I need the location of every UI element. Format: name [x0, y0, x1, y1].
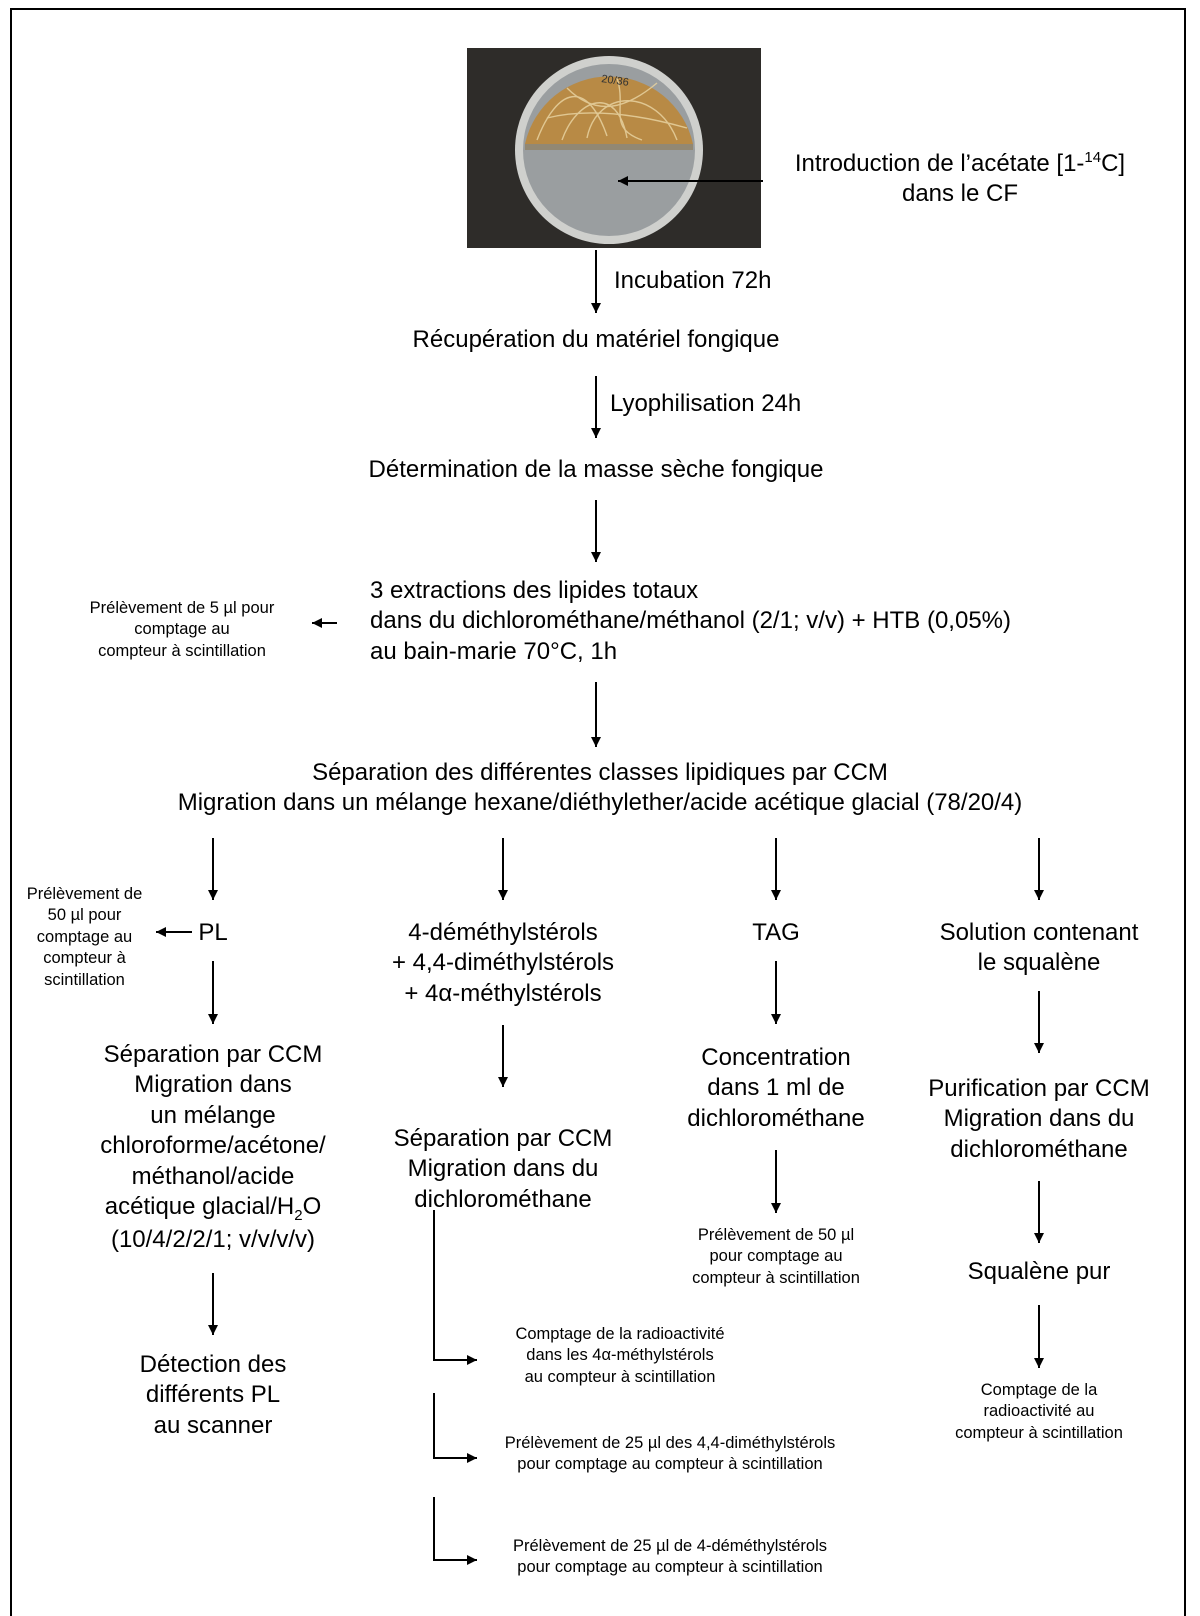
intro-line1: Introduction de l’acétate [1-14C] [794, 149, 1126, 177]
separation-text: Séparation des différentes classes lipid… [100, 758, 1100, 819]
pl-separation-text: Séparation par CCM Migration dans un mél… [73, 1040, 353, 1256]
extraction-text: 3 extractions des lipides totaux dans du… [370, 576, 1011, 667]
arrow-count2 [433, 1393, 477, 1463]
squalene-purification-text: Purification par CCM Migration dans du d… [928, 1075, 1150, 1163]
pl-label: PL [198, 919, 228, 946]
intro-superscript: 14 [1084, 149, 1102, 166]
arrow-count1 [433, 1210, 477, 1365]
extraction-line1: 3 extractions des lipides totaux [370, 577, 699, 604]
petri-dish-photo: 20/36 [467, 48, 761, 248]
separation-line2: Migration dans un mélange hexane/diéthyl… [177, 789, 1023, 817]
tag-concentration-text: Concentration dans 1 ml de dichlorométha… [687, 1044, 865, 1132]
tag-sample-text: Prélèvement de 50 µl pour comptage au co… [692, 1226, 860, 1287]
extraction-line3: au bain-marie 70°C, 1h [370, 637, 618, 665]
step-incubation: Incubation 72h [614, 267, 772, 294]
separation-line1: Séparation des différentes classes lipid… [312, 759, 888, 786]
tag-label: TAG [752, 919, 800, 946]
pl-detection-text: Détection des différents PL au scanner [139, 1351, 287, 1439]
sterols-count2-text: Prélèvement de 25 µl des 4,4-diméthylsté… [504, 1434, 836, 1474]
sterols-count3-text: Prélèvement de 25 µl de 4-déméthylstérol… [513, 1537, 827, 1577]
pl-side-text: Prélèvement de 50 µl pour comptage au co… [26, 885, 143, 989]
step-determination: Détermination de la masse sèche fongique [368, 456, 824, 483]
petri-label: 20/36 [601, 73, 630, 89]
squalene-count-text: Comptage de la radioactivité au compteur… [955, 1381, 1123, 1442]
intro-line2: dans le CF [901, 180, 1019, 208]
intro-text: Introduction de l’acétate [1-14C] dans l… [760, 148, 1160, 210]
sterols-separation-text: Séparation par CCM Migration dans du dic… [393, 1125, 613, 1213]
extraction-line2: dans du dichlorométhane/méthanol (2/1; v… [370, 607, 1011, 635]
squalene-label: Solution contenant le squalène [939, 919, 1139, 977]
sterols-label: 4-déméthylstérols + 4,4-diméthylstérols … [391, 919, 615, 1007]
diagram-frame [10, 8, 1186, 1616]
step-recuperation: Récupération du matériel fongique [412, 326, 780, 353]
side-extraction-text: Prélèvement de 5 µl pour comptage au com… [89, 599, 275, 660]
squalene-pure-text: Squalène pur [967, 1258, 1111, 1285]
arrow-count3 [433, 1497, 477, 1565]
pl-sep-h2o-line: acétique glacial/H2O [104, 1193, 322, 1225]
sterols-count1-text: Comptage de la radioactivité dans les 4α… [515, 1325, 725, 1386]
step-lyophilisation: Lyophilisation 24h [610, 390, 802, 417]
